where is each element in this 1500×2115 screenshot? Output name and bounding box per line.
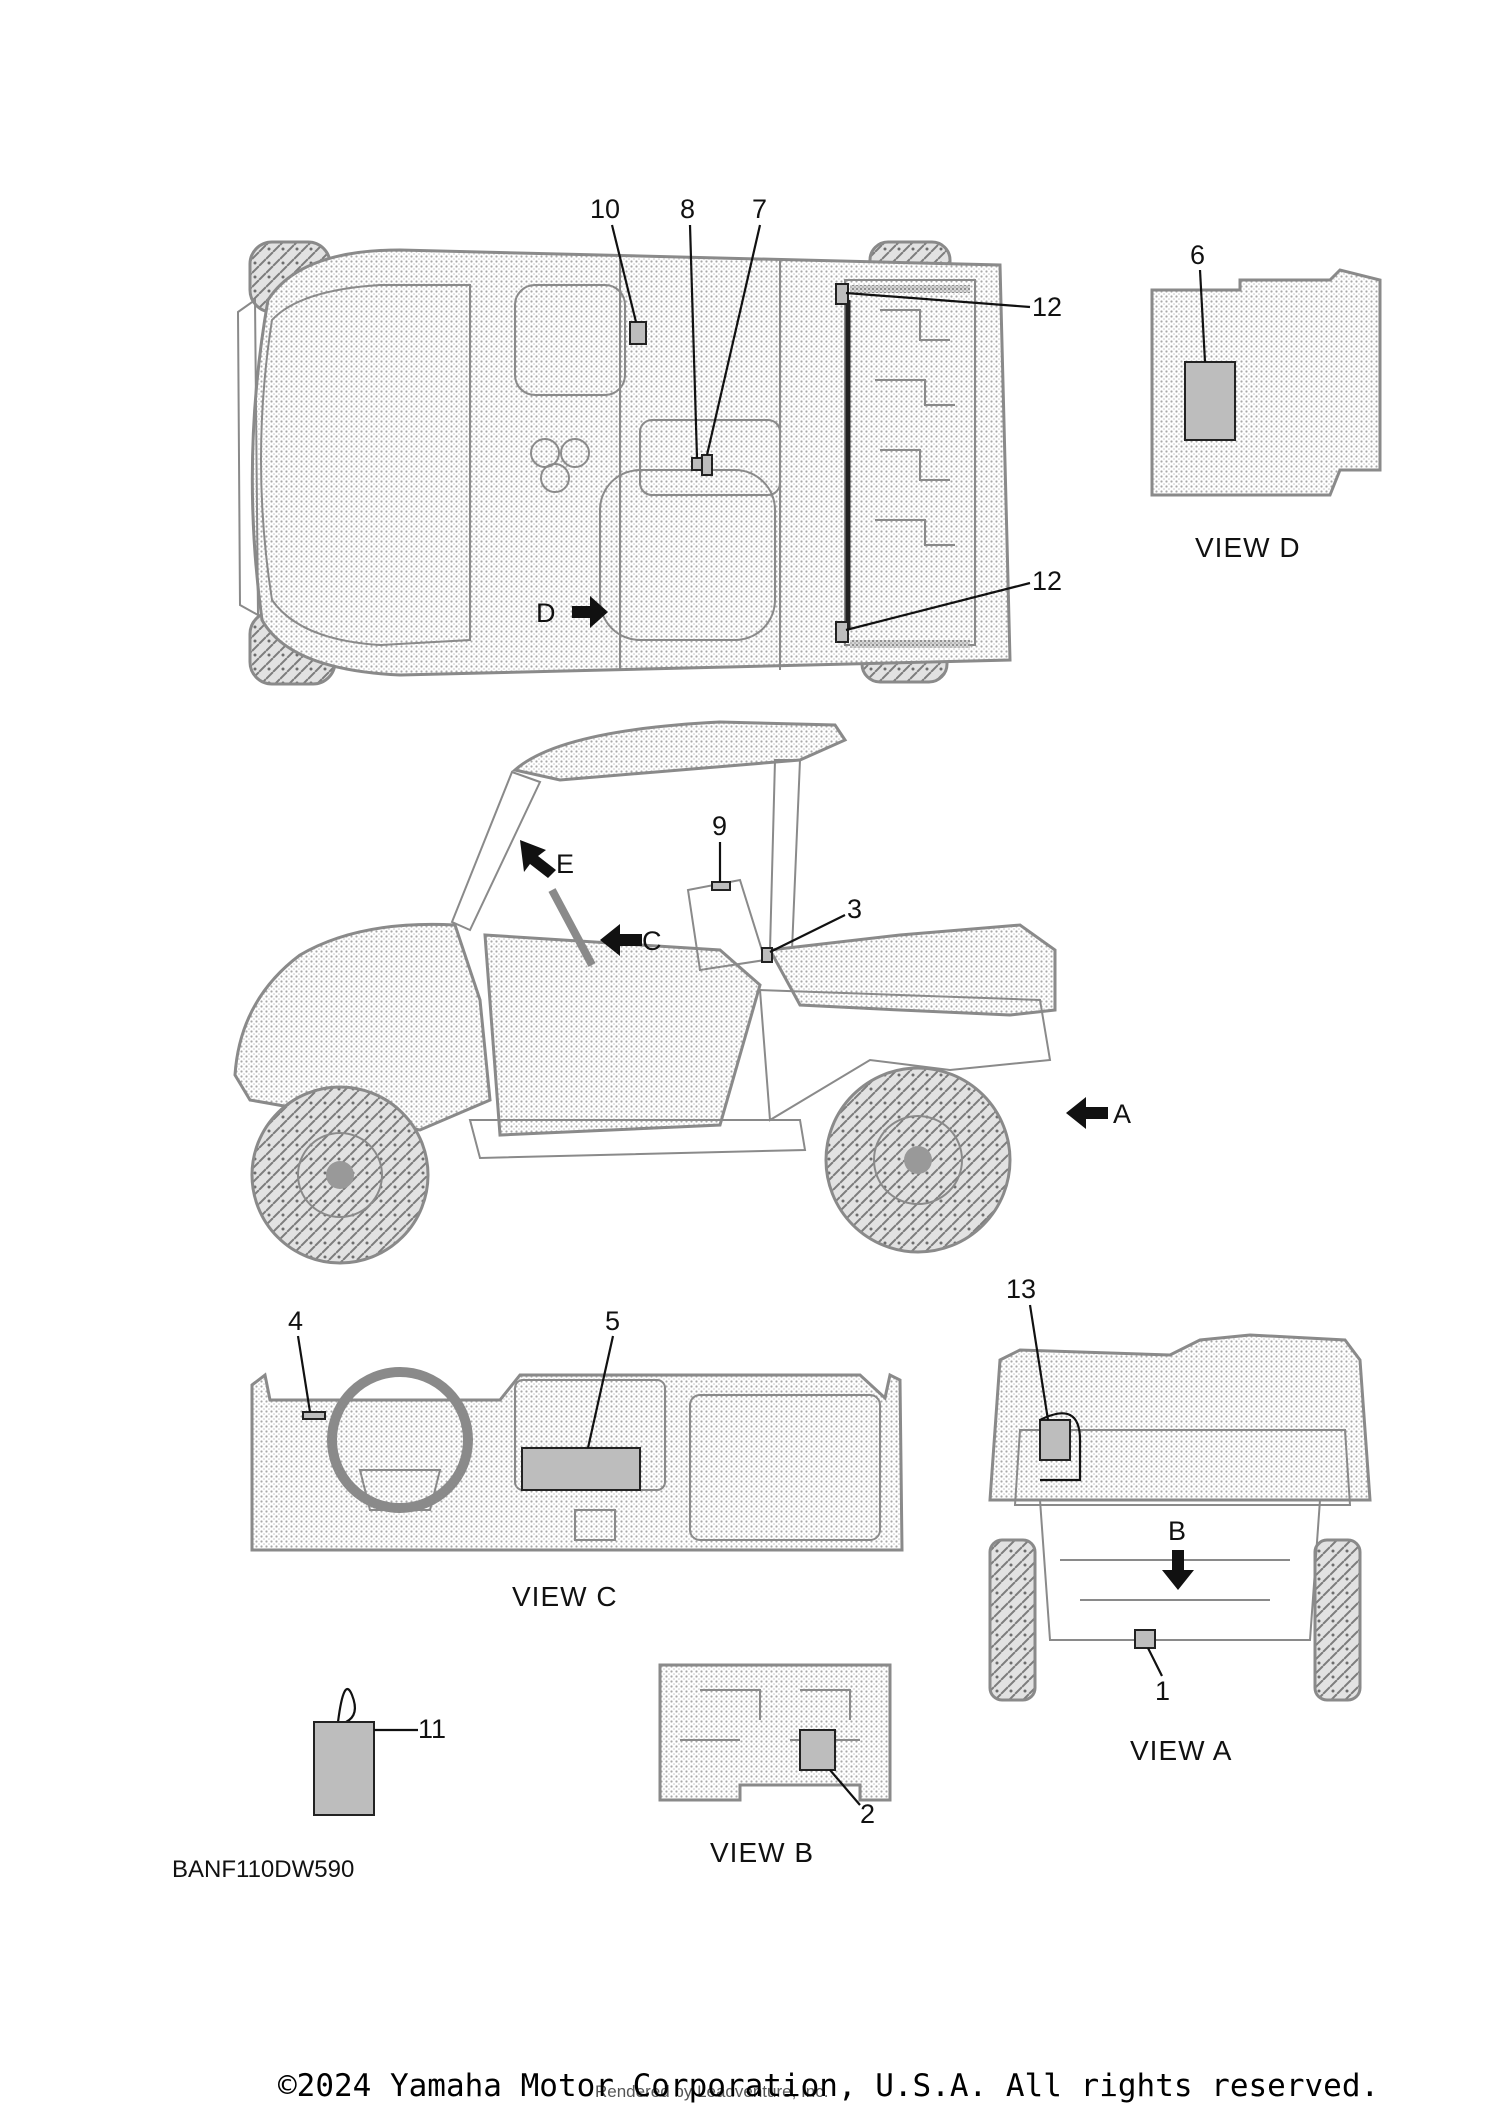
- view-b-label-2: [799, 1729, 836, 1771]
- svg-text:6: 6: [1190, 240, 1205, 270]
- svg-text:5: 5: [605, 1306, 620, 1336]
- svg-text:9: 9: [712, 811, 727, 841]
- view-arrow-d: D: [536, 596, 608, 628]
- view-d-label-6: [1184, 361, 1236, 441]
- callout-9: 9: [712, 811, 727, 882]
- view-b-detail: 2 VIEW B: [658, 1663, 892, 1868]
- view-arrow-a: A: [1066, 1097, 1131, 1129]
- svg-text:D: D: [536, 598, 556, 628]
- view-d-title: VIEW D: [1195, 532, 1301, 563]
- document-code: BANF110DW590: [172, 1856, 354, 1883]
- svg-text:12: 12: [1032, 566, 1062, 596]
- svg-text:A: A: [1113, 1099, 1131, 1129]
- top-label-10: [629, 321, 647, 345]
- svg-text:E: E: [556, 849, 574, 879]
- side-label-9: [711, 881, 731, 891]
- top-label-8: [691, 457, 703, 471]
- view-c-label-4: [302, 1411, 326, 1420]
- svg-text:12: 12: [1032, 292, 1062, 322]
- side-label-3: [761, 947, 773, 963]
- side-view-vehicle: [233, 720, 1057, 1265]
- svg-text:1: 1: [1155, 1676, 1170, 1706]
- callout-10: 10: [590, 194, 638, 323]
- view-a-label-13: [1039, 1419, 1071, 1461]
- top-label-7: [701, 454, 713, 476]
- callout-1: 1: [1147, 1647, 1170, 1706]
- svg-text:4: 4: [288, 1306, 303, 1336]
- svg-text:B: B: [1168, 1516, 1186, 1546]
- callout-3: 3: [769, 894, 862, 953]
- view-c-title: VIEW C: [512, 1581, 618, 1612]
- view-arrow-e: E: [520, 840, 574, 879]
- view-a-title: VIEW A: [1130, 1735, 1232, 1766]
- view-b-title: VIEW B: [710, 1837, 814, 1868]
- view-a-rear: [988, 1333, 1372, 1702]
- hang-tag-11: 11: [313, 1688, 446, 1816]
- top-label-12b: [835, 621, 849, 643]
- callout-12-lower: 12: [845, 566, 1062, 632]
- view-d-detail: 6 VIEW D: [1150, 240, 1382, 563]
- callout-12-upper: 12: [845, 291, 1062, 322]
- callout-5: 5: [586, 1306, 620, 1449]
- svg-text:7: 7: [752, 194, 767, 224]
- top-view-vehicle: [236, 240, 1012, 686]
- copyright-notice: ©2024 Yamaha Motor Corporation, U.S.A. A…: [278, 2068, 1380, 2104]
- rendered-by-watermark: Rendered by Leadventure, Inc.: [595, 2082, 829, 2101]
- svg-text:13: 13: [1006, 1274, 1036, 1304]
- callout-8: 8: [680, 194, 699, 459]
- view-arrow-b: B: [1162, 1516, 1194, 1590]
- svg-text:11: 11: [418, 1714, 446, 1744]
- callout-7: 7: [705, 194, 767, 456]
- view-arrow-c: C: [600, 924, 662, 956]
- svg-text:2: 2: [860, 1799, 875, 1829]
- callout-4: 4: [288, 1306, 312, 1413]
- svg-text:C: C: [642, 926, 662, 956]
- view-a-label-1: [1134, 1629, 1156, 1649]
- view-c-dashboard: [250, 1367, 904, 1552]
- view-c-label-5: [521, 1447, 641, 1491]
- svg-text:8: 8: [680, 194, 695, 224]
- svg-text:3: 3: [847, 894, 862, 924]
- svg-text:10: 10: [590, 194, 620, 224]
- callout-13: 13: [1006, 1274, 1050, 1421]
